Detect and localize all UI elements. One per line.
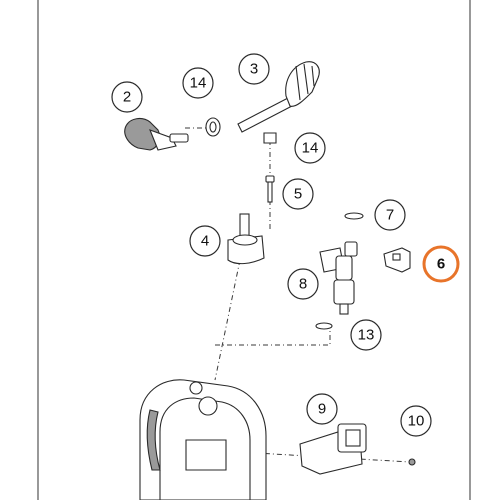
callout-13-label: 13 — [358, 327, 375, 344]
part-bolt — [408, 458, 416, 466]
callout-3: 3 — [238, 53, 270, 85]
part-sensor-connector — [124, 117, 189, 151]
callout-14-upper: 14 — [182, 67, 214, 99]
part-connector-clip — [383, 247, 411, 273]
callout-14-lower: 14 — [294, 132, 326, 164]
part-seal — [315, 322, 333, 330]
part-throttle-sensor — [299, 423, 367, 475]
callout-6: 6 — [422, 245, 460, 283]
callout-5: 5 — [282, 178, 314, 210]
part-injector — [319, 241, 358, 315]
callout-13: 13 — [350, 319, 382, 351]
callout-10-label: 10 — [408, 413, 425, 430]
callout-2-label: 2 — [123, 89, 131, 106]
part-hose — [237, 61, 320, 133]
callout-10: 10 — [400, 405, 432, 437]
callout-6-label: 6 — [437, 256, 445, 273]
callout-2: 2 — [111, 81, 143, 113]
callout-14-upper-label: 14 — [190, 75, 207, 92]
callout-4-label: 4 — [201, 233, 209, 250]
callout-8-label: 8 — [299, 276, 307, 293]
part-injector-seal — [344, 212, 364, 220]
callout-7-label: 7 — [386, 207, 394, 224]
callout-8: 8 — [287, 268, 319, 300]
callout-14-lower-label: 14 — [302, 140, 319, 157]
part-o-ring-upper — [205, 117, 221, 137]
part-o-ring-lower — [263, 132, 277, 144]
part-screw — [265, 175, 275, 203]
part-throttle-body — [139, 379, 267, 500]
callout-9: 9 — [306, 393, 338, 425]
callout-4: 4 — [189, 225, 221, 257]
callout-9-label: 9 — [318, 401, 326, 418]
callout-3-label: 3 — [250, 61, 258, 78]
callout-5-label: 5 — [294, 186, 302, 203]
callout-7: 7 — [374, 199, 406, 231]
part-pressure-sensor — [227, 213, 265, 265]
